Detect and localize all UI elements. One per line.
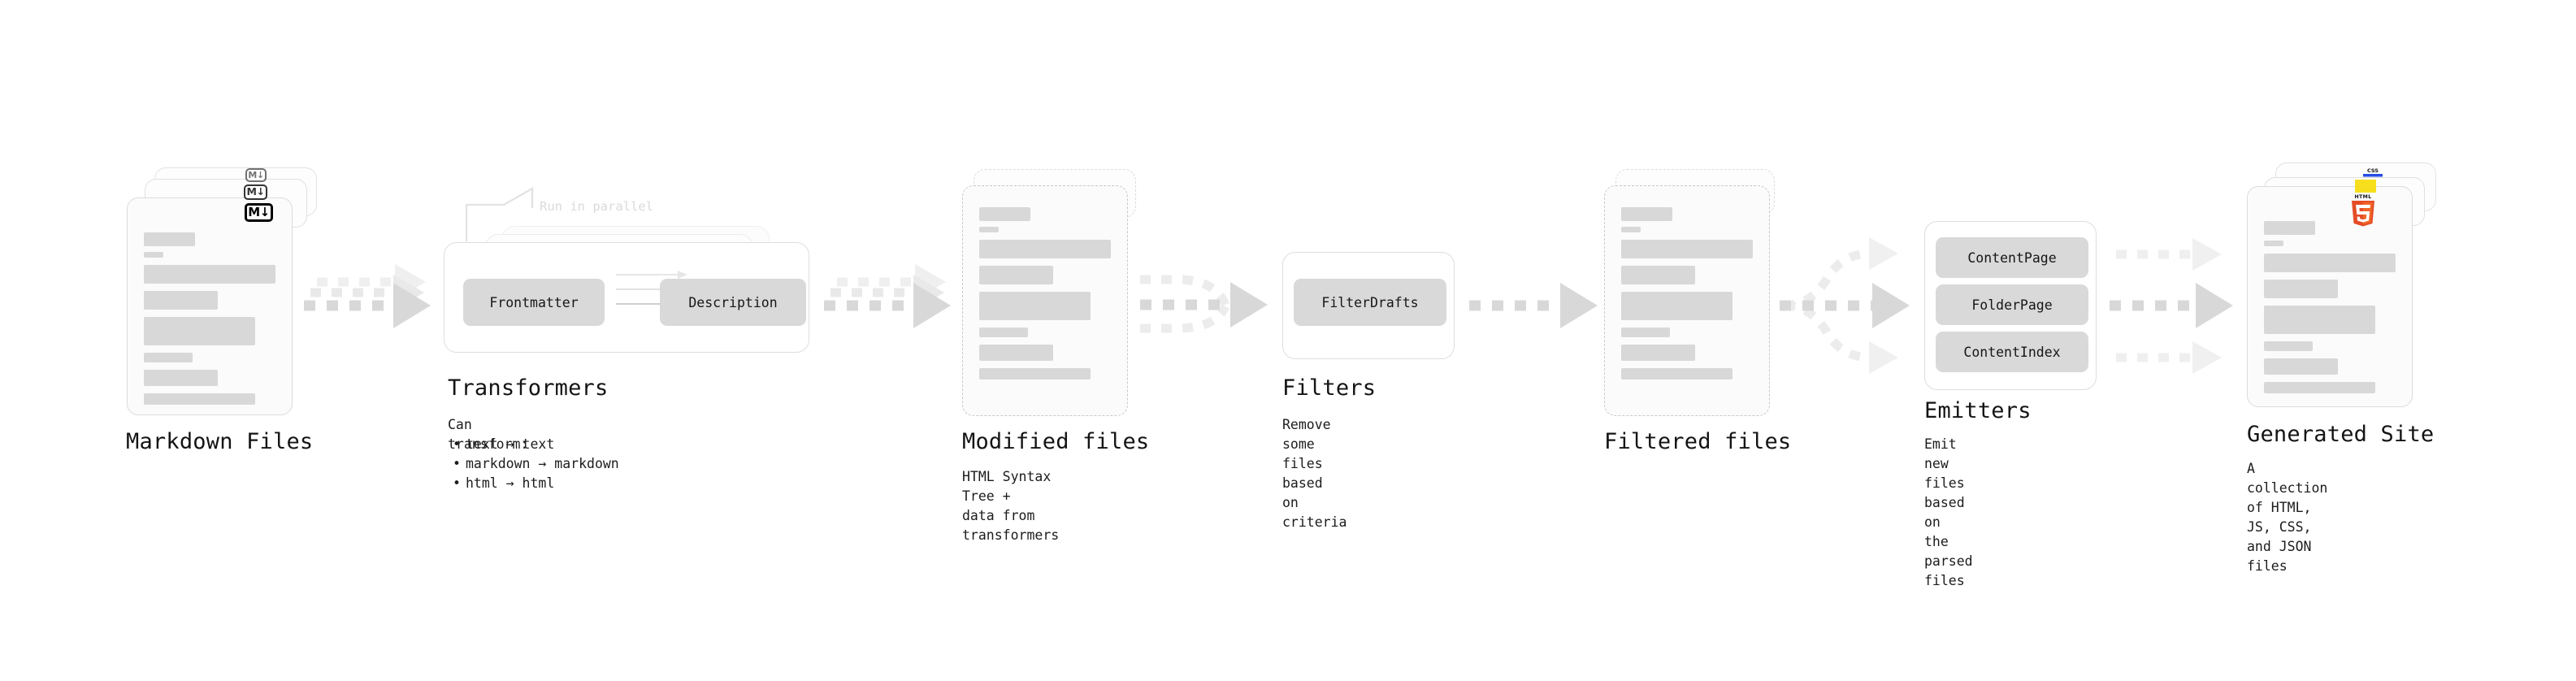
emitters-pill-contentpage[interactable]: ContentPage (1936, 237, 2088, 278)
generated-site-subtitle: A collection of HTML, JS, CSS, and JSON … (2247, 461, 2328, 574)
modified-files-title: Modified files (962, 429, 1150, 454)
filtered-files-title: Filtered files (1604, 429, 1792, 454)
markdown-icon-label: M↓ (248, 205, 270, 219)
run-in-parallel-label: Run in parallel (540, 199, 653, 214)
connector-emitters-to-site (2110, 238, 2233, 374)
svg-text:CSS: CSS (2367, 167, 2379, 174)
css-icon: CSS (2363, 166, 2383, 177)
markdown-icon-mid-label: M↓ (246, 185, 265, 198)
markdown-icon-back-label: M↓ (248, 170, 264, 180)
markdown-file-lines (144, 232, 275, 412)
transformer-pill-description[interactable]: Description (660, 279, 806, 326)
transformers-bullets: text → text markdown → markdown html → h… (453, 435, 619, 493)
connector-transformers-to-modified (824, 264, 951, 328)
modified-files-subtitle: HTML Syntax Tree + data from transformer… (962, 469, 1060, 543)
markdown-icon: M↓ (245, 203, 273, 222)
filters-title: Filters (1282, 375, 1377, 401)
generated-site-card-front (2247, 186, 2413, 407)
modified-file-lines (979, 207, 1111, 387)
filtered-file-lines (1621, 207, 1753, 387)
filtered-file-card-front (1604, 185, 1770, 416)
modified-file-card-front (962, 185, 1128, 416)
generated-site-title: Generated Site (2247, 422, 2435, 447)
connector-filtered-to-emitters (1780, 237, 1910, 374)
markdown-icon-back: M↓ (245, 168, 267, 182)
connector-modified-to-filters (1140, 275, 1268, 333)
emitters-title: Emitters (1924, 398, 2032, 423)
filters-pill-filterdrafts[interactable]: FilterDrafts (1294, 279, 1446, 326)
transformers-bullet-0: text → text (453, 435, 619, 454)
html5-icon: HTML (2349, 193, 2377, 227)
markdown-icon-mid: M↓ (244, 184, 267, 200)
transformers-bullet-1: markdown → markdown (453, 454, 619, 474)
markdown-file-card-front (127, 197, 293, 415)
emitters-pill-folderpage[interactable]: FolderPage (1936, 284, 2088, 325)
filters-subtitle: Remove some files based on criteria (1282, 417, 1347, 530)
emitters-pill-contentindex[interactable]: ContentIndex (1936, 332, 2088, 372)
connector-md-to-transformers (304, 264, 431, 328)
connector-filters-to-filtered (1469, 283, 1598, 328)
transformer-pill-frontmatter[interactable]: Frontmatter (463, 279, 605, 326)
markdown-files-title: Markdown Files (126, 429, 314, 454)
emitters-subtitle: Emit new files based on the parsed files (1924, 436, 1973, 588)
transformers-bullet-2: html → html (453, 474, 619, 493)
javascript-icon (2355, 180, 2376, 193)
svg-text:HTML: HTML (2354, 194, 2371, 200)
generated-site-lines (2264, 221, 2396, 401)
transformers-title: Transformers (448, 375, 609, 401)
